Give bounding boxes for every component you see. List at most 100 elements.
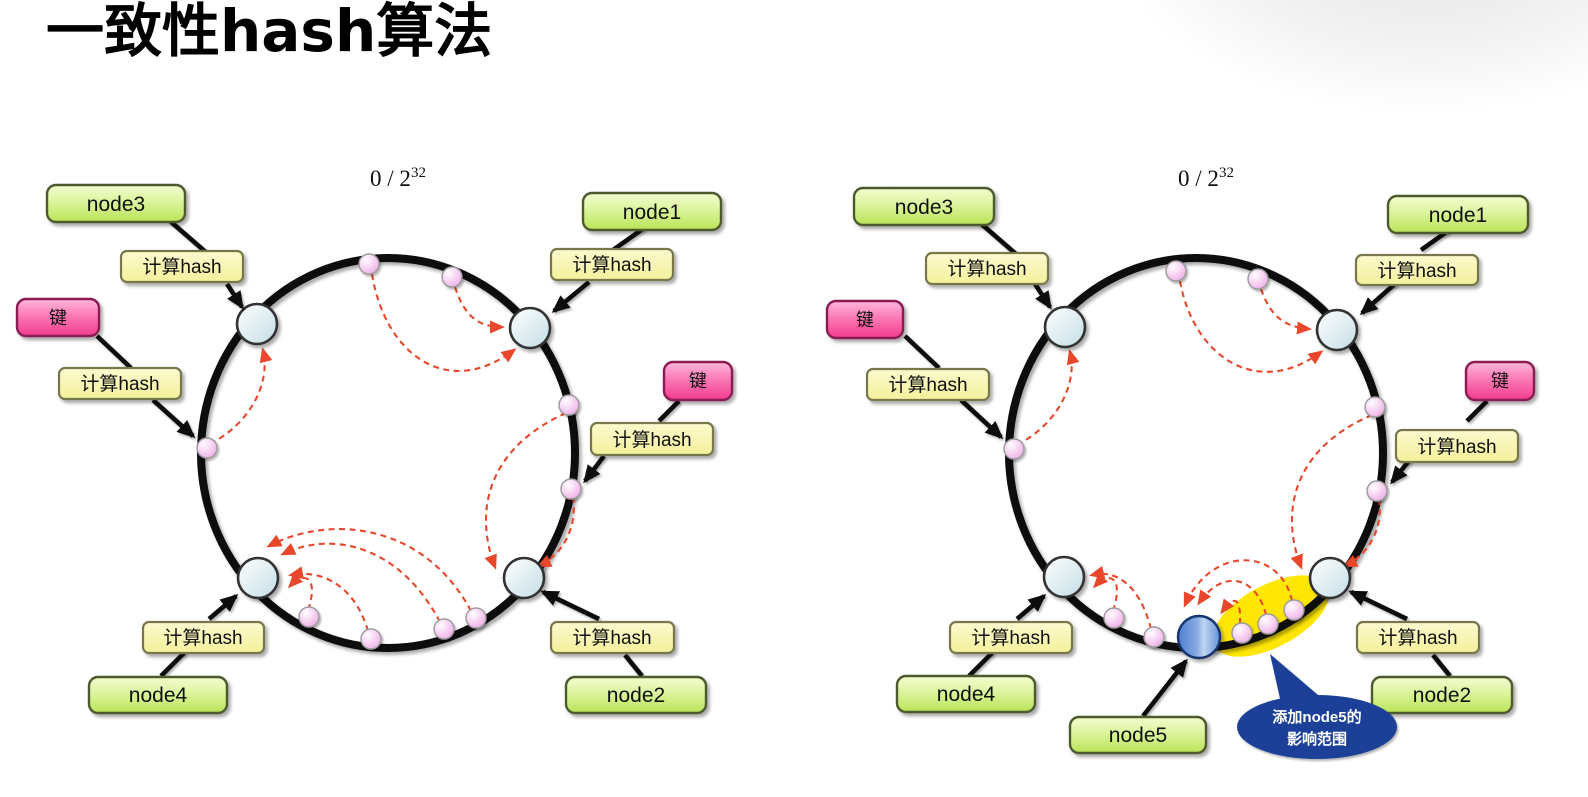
node3-box: node3 [852,186,996,227]
calc-hash-label: 计算hash [1378,627,1457,649]
calc-hash-label: 计算hash [612,429,691,451]
server-node-node2 [1308,556,1352,600]
key-mapping-arrow-to-node5 [1197,579,1268,616]
calc-hash-box-bg [549,620,676,655]
node2-box: node2 [1370,675,1514,715]
key-dot-moved-to-node5 [1283,599,1305,621]
connector-line [1465,399,1489,423]
connector-arrow [207,594,239,621]
calc-hash-box: 计算hash [948,620,1074,655]
node5-box: node5 [1068,715,1208,755]
node2-box-bg [1370,675,1514,715]
node3-label: node3 [895,196,953,219]
key-box-bg [1464,360,1536,402]
key-box-bg [825,299,905,340]
key-dot [298,606,320,628]
connector-arrow [1348,589,1408,622]
key-mapping-arrow [1342,498,1381,568]
key-mapping-arrow-to-node5 [1220,598,1242,625]
key-box: 键 [1464,360,1536,402]
connector-line [1431,653,1452,678]
node4-box-bg [895,674,1037,714]
key-dot [1103,607,1125,629]
callout-tail [1270,654,1318,703]
server-node-node4 [1042,555,1086,599]
callout-bubble [1237,695,1397,759]
label-connectors [95,219,681,678]
calc-hash-label: 计算hash [80,373,159,395]
calc-hash-label: 计算hash [572,627,651,649]
node4-box: node4 [895,674,1037,714]
key-label: 键 [856,310,874,330]
connector-arrow [959,398,1004,440]
ring-origin-label: 0 / 232 [370,165,426,191]
key-dot [1364,396,1386,418]
key-dot [358,253,380,275]
key-dot [465,607,487,629]
calc-hash-box-bg [589,421,715,457]
callout-text-line1: 添加node5的 [1272,708,1361,726]
key-dot [558,394,580,416]
calc-hash-box: 计算hash [141,620,266,655]
connector-arrow [1359,280,1399,315]
node4-box-bg [87,675,229,715]
connector-line [976,219,1018,256]
calc-hash-label: 计算hash [947,258,1026,280]
calc-hash-box: 计算hash [924,251,1050,286]
calc-hash-label: 计算hash [572,254,651,276]
calc-hash-box: 计算hash [549,247,675,282]
key-box: 键 [662,360,734,402]
key-label: 键 [1491,371,1509,391]
key-mapping-arrow [484,412,567,570]
node5-label: node5 [1109,724,1167,747]
calc-hash-box-bg [1354,253,1480,287]
key-mapping-arrow-to-node5 [1183,559,1294,608]
key-mapping-arrows [209,273,575,632]
node2-label: node2 [1413,684,1471,707]
connector-arrow [583,454,606,484]
calc-hash-label: 计算hash [1417,436,1496,458]
key-mapping-arrow [1016,349,1080,446]
connector-arrow [551,280,591,313]
key-dot [360,628,382,650]
node3-box: node3 [45,183,187,224]
node1-box: node1 [581,191,723,232]
key-mapping-arrow [1092,572,1118,612]
connector-arrow [1033,282,1052,310]
node3-box-bg [45,183,187,224]
key-box-bg [662,360,734,402]
key-mapping-arrow [1260,288,1312,335]
key-mapping-arrow [1089,565,1153,630]
connector-line [95,334,133,370]
node1-label: node1 [1429,204,1487,227]
key-mapping-arrow [266,528,472,612]
key-box-bg [15,297,101,338]
node1-label: node1 [623,201,681,224]
connector-line [611,226,646,252]
connector-arrow [151,398,196,439]
server-node-node5 [1176,614,1222,660]
calc-hash-box-bg [1355,620,1481,655]
node2-label: node2 [607,684,665,707]
key-box: 键 [825,299,905,340]
key-mapping-arrow [536,496,575,568]
node2-box-bg [564,675,708,715]
key-mapping-arrow [370,273,517,372]
key-dot-moved-to-node5 [1257,613,1279,635]
calc-hash-box: 计算hash [1355,620,1481,655]
server-node-node3 [1043,305,1087,349]
left-hash-ring-diagram: 0 / 232 [15,165,734,715]
calc-hash-label: 计算hash [888,374,967,396]
calc-hash-box-bg [924,251,1050,286]
node1-box: node1 [1386,194,1530,235]
calc-hash-box-bg [57,366,183,401]
connector-line [967,650,995,678]
connector-arrow [225,282,244,310]
calc-hash-box-bg [948,620,1074,655]
calc-hash-box-bg [865,367,991,402]
node3-box-bg [852,186,996,227]
key-mapping-arrows [1016,280,1381,630]
key-mapping-arrow [287,572,313,611]
key-mapping-arrow [1290,414,1373,570]
